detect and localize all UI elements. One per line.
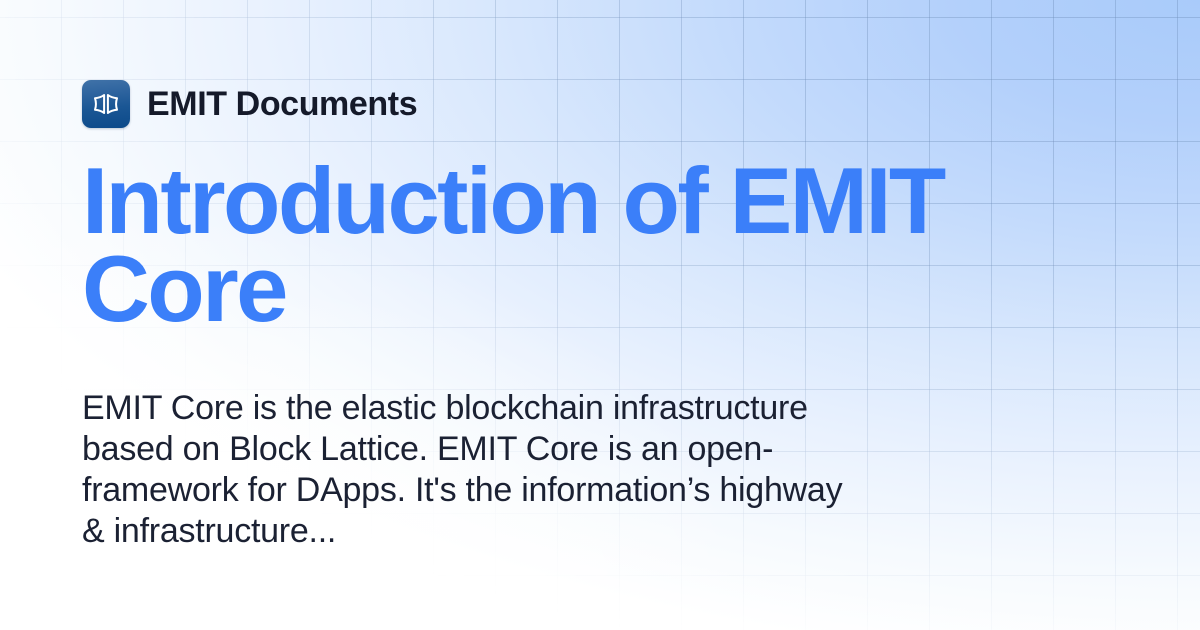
brand-header: EMIT Documents — [82, 80, 418, 128]
card-content: EMIT Documents Introduction of EMIT Core… — [82, 0, 1122, 630]
brand-name: EMIT Documents — [147, 85, 418, 123]
open-book-icon — [82, 80, 130, 128]
page-title: Introduction of EMIT Core — [82, 148, 946, 341]
page-description: EMIT Core is the elastic blockchain infr… — [82, 389, 843, 550]
